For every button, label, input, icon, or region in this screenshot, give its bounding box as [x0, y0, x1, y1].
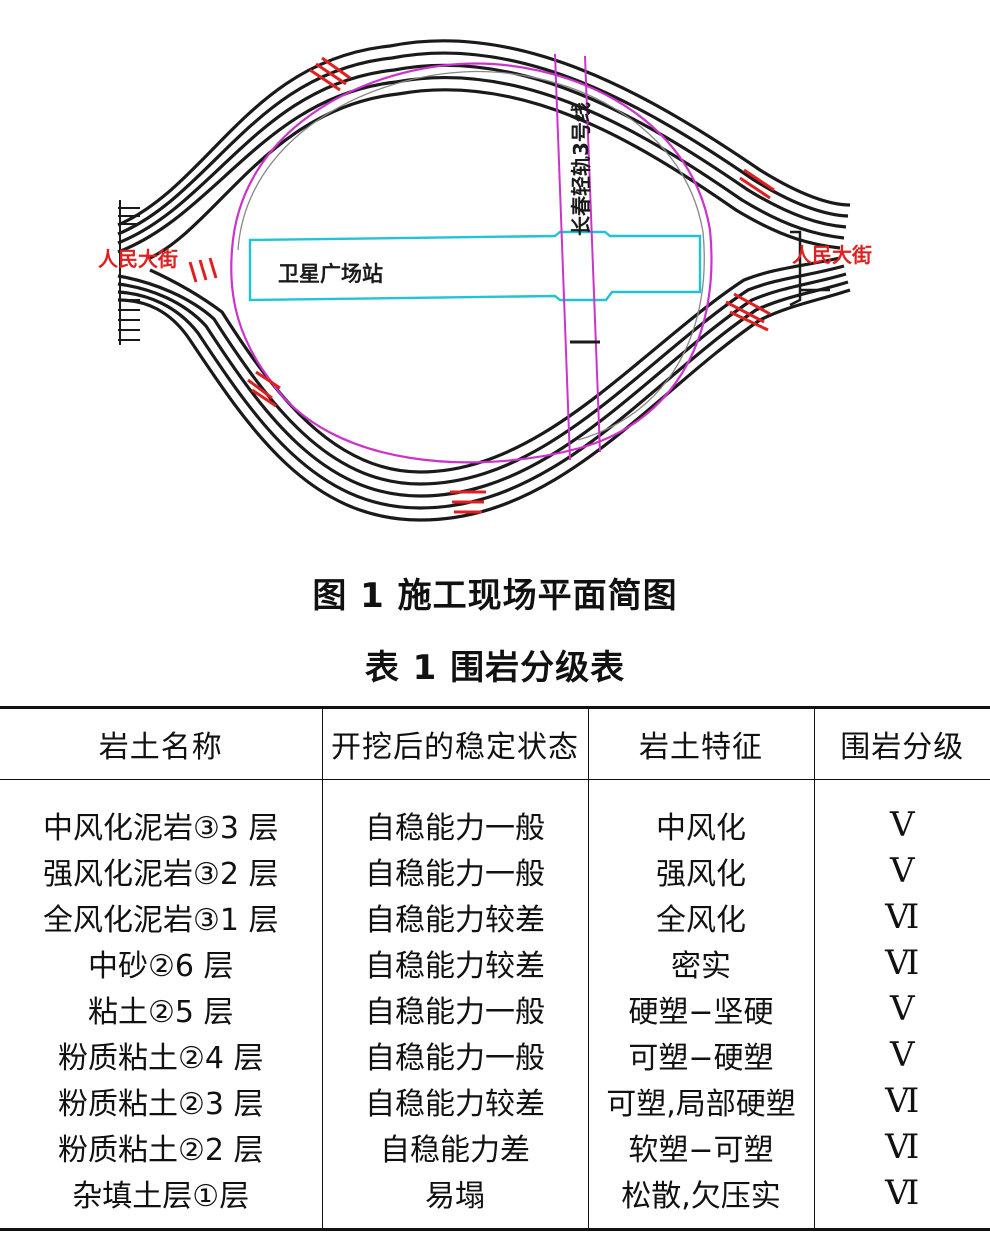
header-characteristics: 岩土特征 — [587, 706, 814, 780]
line3-corridor — [554, 53, 601, 461]
header-grade: 围岩分级 — [813, 706, 990, 780]
table-row: 粉质粘土②2 层 自稳能力差 软塑−可塑 Ⅵ — [0, 1124, 990, 1170]
cell-rock-name: 粉质粘土②2 层 — [57, 1133, 264, 1168]
cell-stability: 自稳能力一般 — [321, 848, 588, 894]
cell-stability: 自稳能力一般 — [321, 986, 588, 1032]
station-label: 卫星广场站 — [278, 262, 383, 286]
cell-grade: Ⅵ — [813, 894, 990, 940]
cell-grade: Ⅴ — [813, 779, 990, 848]
inner-guide-line — [237, 70, 705, 441]
header-rock-name: 岩土名称 — [0, 706, 322, 780]
cell-rock-name: 中风化泥岩③3 层 — [42, 811, 279, 846]
figure-caption: 图 1 施工现场平面简图 — [312, 576, 678, 616]
cell-characteristics: 密实 — [587, 940, 814, 986]
cell-stability: 易塌 — [321, 1170, 588, 1231]
cell-grade: Ⅵ — [813, 1170, 990, 1231]
pit-boundary — [230, 62, 713, 464]
table-row: 粉质粘土②3 层 自稳能力较差 可塑,局部硬塑 Ⅵ — [0, 1078, 990, 1124]
header-stability: 开挖后的稳定状态 — [321, 706, 588, 780]
ring-road-lanes — [117, 39, 851, 522]
cell-characteristics: 中风化 — [587, 779, 814, 848]
table-row: 粉质粘土②4 层 自稳能力一般 可塑−硬塑 Ⅴ — [0, 1032, 990, 1078]
table-row: 中风化泥岩③3 层 自稳能力一般 中风化 Ⅴ — [0, 779, 990, 848]
cell-grade: Ⅴ — [813, 986, 990, 1032]
cell-characteristics: 全风化 — [587, 894, 814, 940]
cell-characteristics: 松散,欠压实 — [587, 1170, 814, 1231]
table-row: 杂填土层①层 易塌 松散,欠压实 Ⅵ — [0, 1170, 990, 1231]
cell-rock-name: 中砂②6 层 — [87, 949, 234, 984]
rock-classification-table: 岩土名称 开挖后的稳定状态 岩土特征 围岩分级 中风化泥岩③3 层 自稳能力一般… — [0, 706, 990, 1231]
cell-stability: 自稳能力差 — [321, 1124, 588, 1170]
street-label-right: 人民大街 — [792, 243, 872, 267]
table-caption: 表 1 围岩分级表 — [364, 648, 626, 688]
cell-grade: Ⅵ — [813, 1078, 990, 1124]
line3-label: 长春轻轨3号线 — [569, 102, 593, 236]
cell-characteristics: 可塑,局部硬塑 — [587, 1078, 814, 1124]
cell-rock-name: 全风化泥岩③1 层 — [42, 903, 279, 938]
cell-rock-name: 强风化泥岩③2 层 — [42, 857, 279, 892]
cell-stability: 自稳能力较差 — [321, 1078, 588, 1124]
cell-grade: Ⅵ — [813, 1124, 990, 1170]
table-row: 粘土②5 层 自稳能力一般 硬塑−坚硬 Ⅴ — [0, 986, 990, 1032]
site-plan-drawing: 人民大街 人民大街 卫星广场站 长春轻轨3号线 — [98, 39, 872, 522]
cell-characteristics: 强风化 — [587, 848, 814, 894]
street-label-left: 人民大街 — [98, 247, 178, 271]
cell-rock-name: 粘土②5 层 — [87, 995, 234, 1030]
station-outline — [248, 230, 702, 302]
cell-grade: Ⅵ — [813, 940, 990, 986]
right-end-structure — [789, 230, 830, 307]
cell-characteristics: 软塑−可塑 — [587, 1124, 814, 1170]
cell-stability: 自稳能力较差 — [321, 940, 588, 986]
cell-rock-name: 杂填土层①层 — [0, 1170, 322, 1231]
table-header-row: 岩土名称 开挖后的稳定状态 岩土特征 围岩分级 — [0, 706, 990, 780]
cell-stability: 自稳能力一般 — [321, 1032, 588, 1078]
table-row: 强风化泥岩③2 层 自稳能力一般 强风化 Ⅴ — [0, 848, 990, 894]
cell-grade: Ⅴ — [813, 848, 990, 894]
cell-stability: 自稳能力较差 — [321, 894, 588, 940]
cell-rock-name: 粉质粘土②4 层 — [57, 1041, 264, 1076]
site-plan-figure: 人民大街 人民大街 卫星广场站 长春轻轨3号线 — [0, 0, 990, 560]
cell-rock-name: 粉质粘土②3 层 — [57, 1087, 264, 1122]
red-construction-marks — [188, 56, 775, 514]
cell-characteristics: 可塑−硬塑 — [587, 1032, 814, 1078]
cell-stability: 自稳能力一般 — [321, 779, 588, 848]
cell-grade: Ⅴ — [813, 1032, 990, 1078]
left-end-hatch — [118, 200, 140, 345]
table-row: 全风化泥岩③1 层 自稳能力较差 全风化 Ⅵ — [0, 894, 990, 940]
table-row: 中砂②6 层 自稳能力较差 密实 Ⅵ — [0, 940, 990, 986]
cell-characteristics: 硬塑−坚硬 — [587, 986, 814, 1032]
